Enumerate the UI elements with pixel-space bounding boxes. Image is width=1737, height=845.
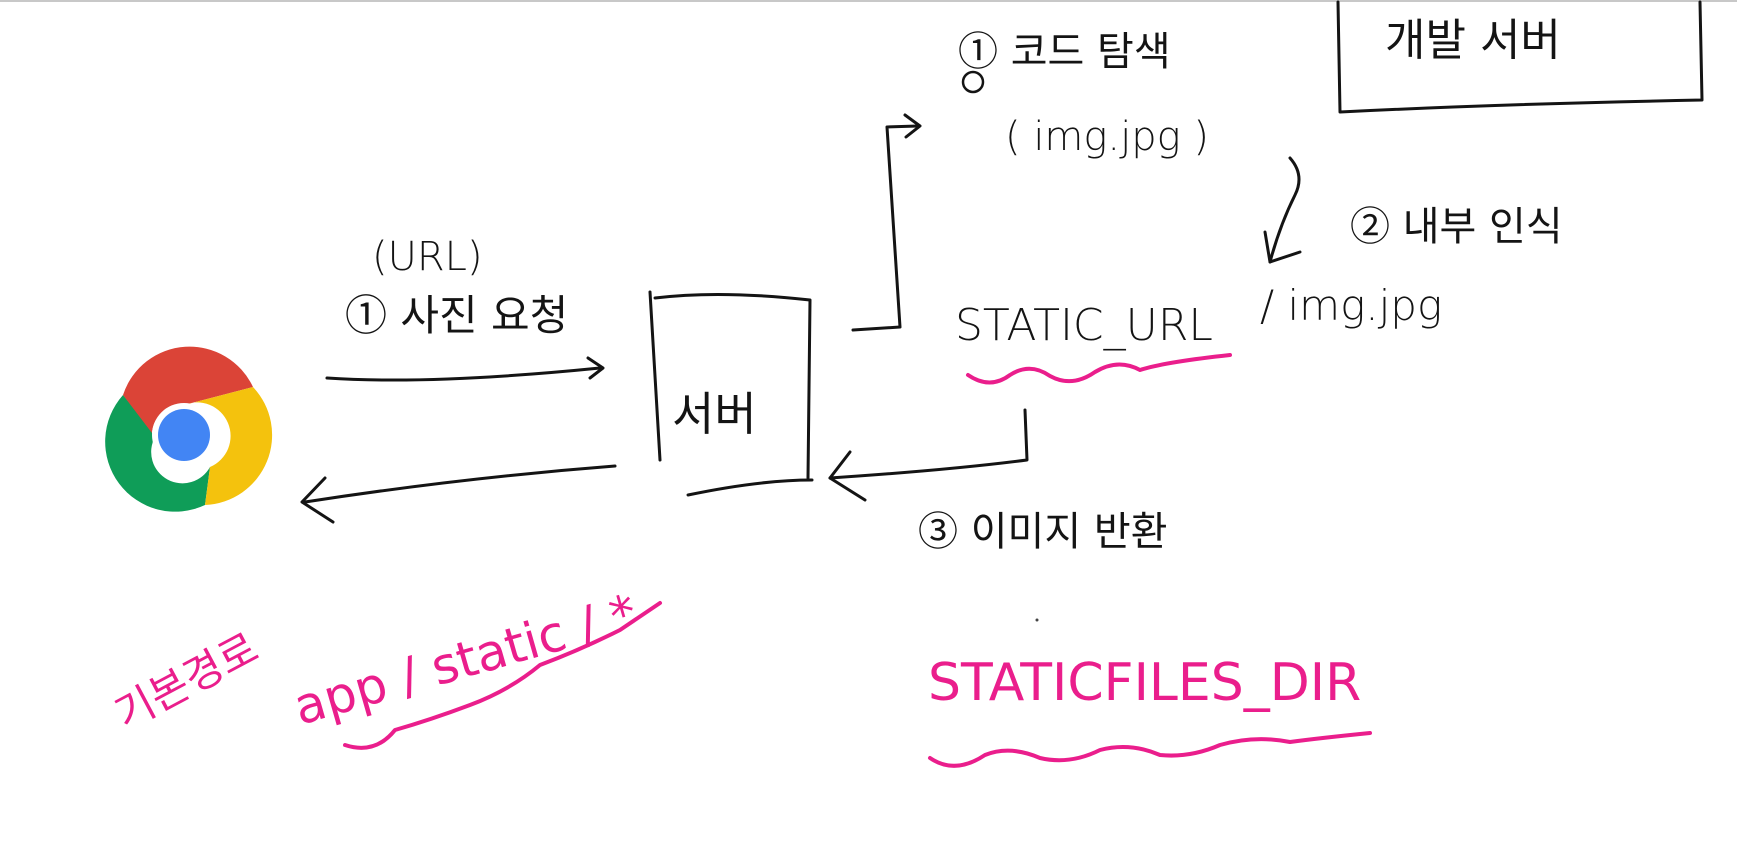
server-to-code-arrow	[851, 124, 920, 332]
app-static-underline	[343, 601, 662, 750]
request-labels: (URL) ① 사진 요청	[345, 234, 568, 340]
base-path-group: 기본경로	[107, 623, 266, 739]
staticfiles-dir-label: STATICFILES_DIR	[928, 653, 1361, 713]
stray-dot	[1035, 618, 1039, 622]
image-return-label: ③ 이미지 반환	[918, 509, 1167, 555]
code-search-step: ① 코드 탐색 ( img.jpg )	[958, 29, 1209, 160]
url-label: (URL)	[372, 234, 483, 280]
response-arrowhead	[300, 476, 335, 524]
dev-server-label: 개발 서버	[1385, 15, 1561, 66]
code-to-static-arrow	[1268, 156, 1301, 264]
image-return-arrow	[828, 408, 1029, 480]
app-static-group: app / static / *	[287, 583, 662, 750]
server-box: 서버	[648, 290, 814, 497]
image-return-arrowhead	[828, 450, 867, 502]
app-static-label: app / static / *	[287, 583, 643, 736]
internal-recognition-label: ② 내부 인식	[1350, 204, 1563, 250]
code-search-label: ① 코드 탐색	[958, 29, 1171, 75]
step1-circle	[961, 70, 985, 94]
server-label: 서버	[672, 387, 757, 441]
request-arrow	[325, 366, 602, 382]
base-path-label: 기본경로	[107, 623, 266, 739]
internal-recognition-step: ② 내부 인식	[1350, 204, 1563, 250]
staticfiles-dir-group: STATICFILES_DIR	[928, 653, 1372, 768]
static-url-underline	[966, 353, 1232, 385]
response-arrow	[303, 464, 617, 504]
code-search-file-label: ( img.jpg )	[1005, 114, 1209, 160]
dev-server-box: 개발 서버	[1336, 0, 1704, 114]
server-to-code-arrowhead	[903, 113, 922, 139]
chrome-browser-icon	[105, 346, 273, 512]
static-url-group: STATIC_URL / img.jpg	[955, 281, 1442, 385]
staticfiles-dir-underline	[928, 731, 1372, 768]
static-url-path-label: / img.jpg	[1260, 281, 1442, 330]
photo-request-label: ① 사진 요청	[345, 291, 568, 340]
image-return-step: ③ 이미지 반환	[918, 509, 1167, 555]
code-to-static-arrowhead	[1263, 230, 1302, 264]
request-arrowhead	[586, 356, 605, 380]
static-url-label: STATIC_URL	[955, 300, 1213, 351]
